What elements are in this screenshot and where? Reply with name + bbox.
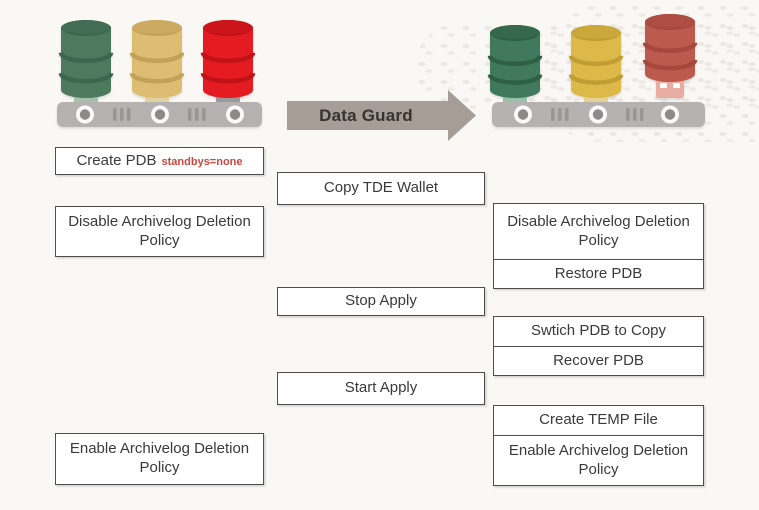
arrow-label: Data Guard <box>319 105 413 125</box>
step-box-copy-tde-wallet: Copy TDE Wallet <box>277 172 485 205</box>
data-guard-arrow: Data Guard <box>284 87 479 143</box>
step-box-switch-pdb-to-copy: Swtich PDB to Copy <box>494 317 703 346</box>
step-label: Create PDB <box>76 151 157 169</box>
step-label: Disable Archivelog Deletion Policy <box>68 212 251 249</box>
step-box-start-apply: Start Apply <box>277 372 485 405</box>
step-label: Start Apply <box>344 379 418 397</box>
step-box-disable-archivelog-primary: Disable Archivelog Deletion Policy <box>55 206 264 257</box>
step-label: Copy TDE Wallet <box>323 179 439 197</box>
step-box-restore-pdb: Restore PDB <box>494 259 703 288</box>
primary-database-server-icon <box>57 20 262 127</box>
step-box-enable-archivelog-standby: Enable Archivelog Deletion Policy <box>494 435 703 485</box>
step-group-recover: Swtich PDB to Copy Recover PDB <box>493 316 704 376</box>
step-group-finalize: Create TEMP File Enable Archivelog Delet… <box>493 405 704 486</box>
step-label: Enable Archivelog Deletion Policy <box>69 440 250 476</box>
step-box-recover-pdb: Recover PDB <box>494 346 703 375</box>
step-label: Recover PDB <box>553 351 644 369</box>
step-label: Swtich PDB to Copy <box>530 322 667 340</box>
step-box-create-temp-file: Create TEMP File <box>494 406 703 435</box>
step-label: Stop Apply <box>345 292 417 310</box>
step-group-restore: Disable Archivelog Deletion Policy Resto… <box>493 203 704 289</box>
step-label: Create TEMP File <box>539 411 658 429</box>
step-box-create-pdb: Create PDB standbys=none <box>55 147 264 175</box>
step-box-stop-apply: Stop Apply <box>277 287 485 316</box>
standby-database-server-icon <box>487 14 705 127</box>
step-label: Enable Archivelog Deletion Policy <box>508 441 689 478</box>
step-box-disable-archivelog-standby: Disable Archivelog Deletion Policy <box>494 204 703 259</box>
step-annotation: standbys=none <box>161 156 243 169</box>
right-arrow-icon <box>287 90 476 141</box>
step-box-enable-archivelog-primary: Enable Archivelog Deletion Policy <box>55 433 264 485</box>
step-label: Disable Archivelog Deletion Policy <box>507 212 690 249</box>
step-label: Restore PDB <box>554 264 643 282</box>
